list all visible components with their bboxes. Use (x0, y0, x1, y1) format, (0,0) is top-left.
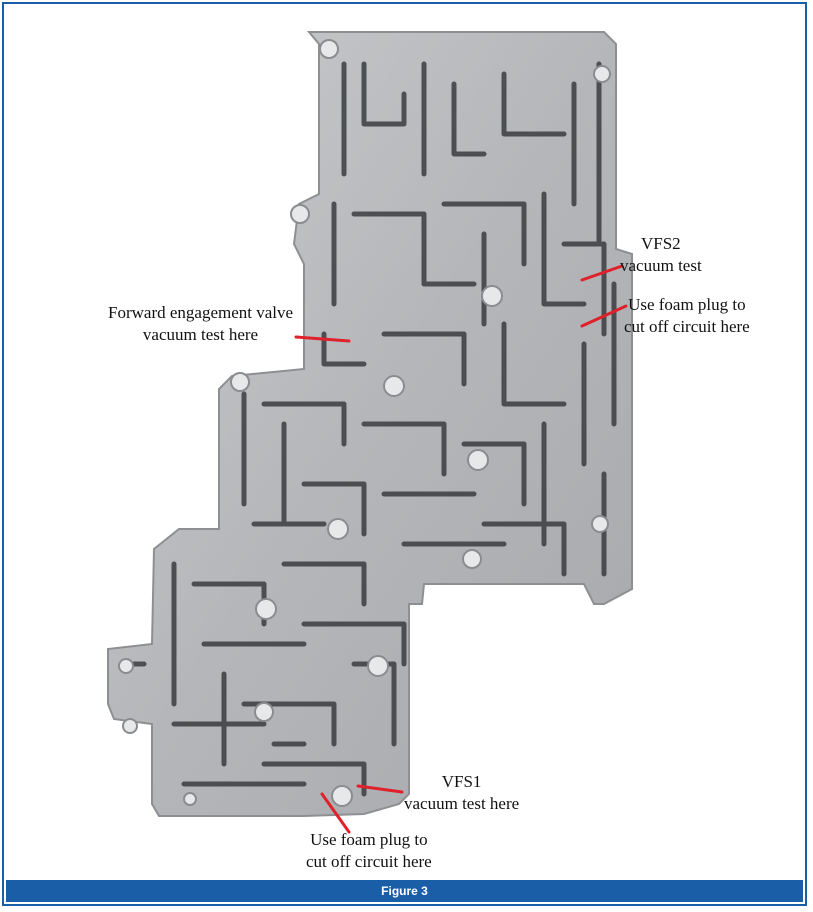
bolt-hole (481, 285, 503, 307)
bolt-hole (367, 655, 389, 677)
bolt-hole (255, 598, 277, 620)
callout-vfs1-line1: VFS1 (441, 772, 482, 791)
callout-foam-top: Use foam plug to cut off circuit here (624, 294, 750, 338)
bolt-hole (591, 515, 609, 533)
callout-forward-line2: vacuum test here (142, 325, 259, 344)
valve-body-photo (107, 31, 633, 834)
bolt-hole (593, 65, 611, 83)
figure-caption-bar: Figure 3 (6, 880, 803, 902)
callout-forward-line1: Forward engagement valve (108, 303, 294, 322)
leader-line-forward (294, 335, 351, 343)
callout-forward: Forward engagement valve vacuum test her… (108, 302, 293, 346)
figure-caption: Figure 3 (381, 884, 428, 898)
callout-foam-top-line1: Use foam plug to (628, 295, 746, 314)
callout-foam-bottom-line1: Use foam plug to (310, 830, 428, 849)
leader-line-vfs2 (580, 264, 624, 282)
leader-line-foam-top (580, 304, 628, 328)
callout-foam-bottom-line2: cut off circuit here (306, 852, 432, 871)
bolt-hole (122, 718, 138, 734)
callout-vfs1-line2: vacuum test here (404, 794, 520, 813)
bolt-hole (467, 449, 489, 471)
callout-foam-bottom: Use foam plug to cut off circuit here (306, 829, 432, 873)
leader-line-foam-bottom (320, 792, 351, 834)
bolt-hole (290, 204, 310, 224)
bolt-hole (118, 658, 134, 674)
bolt-hole (327, 518, 349, 540)
bolt-hole (254, 702, 274, 722)
callout-foam-top-line2: cut off circuit here (624, 317, 750, 336)
bolt-hole (319, 39, 339, 59)
bolt-hole (331, 785, 353, 807)
callout-vfs2-line2: vacuum test (620, 256, 702, 275)
bolt-hole (183, 792, 197, 806)
bolt-hole (230, 372, 250, 392)
callout-vfs2: VFS2 vacuum test (620, 233, 702, 277)
callout-vfs2-line1: VFS2 (640, 234, 681, 253)
bolt-hole (462, 549, 482, 569)
leader-line-vfs1 (356, 784, 404, 794)
callout-vfs1: VFS1 vacuum test here (404, 771, 519, 815)
bolt-hole (383, 375, 405, 397)
